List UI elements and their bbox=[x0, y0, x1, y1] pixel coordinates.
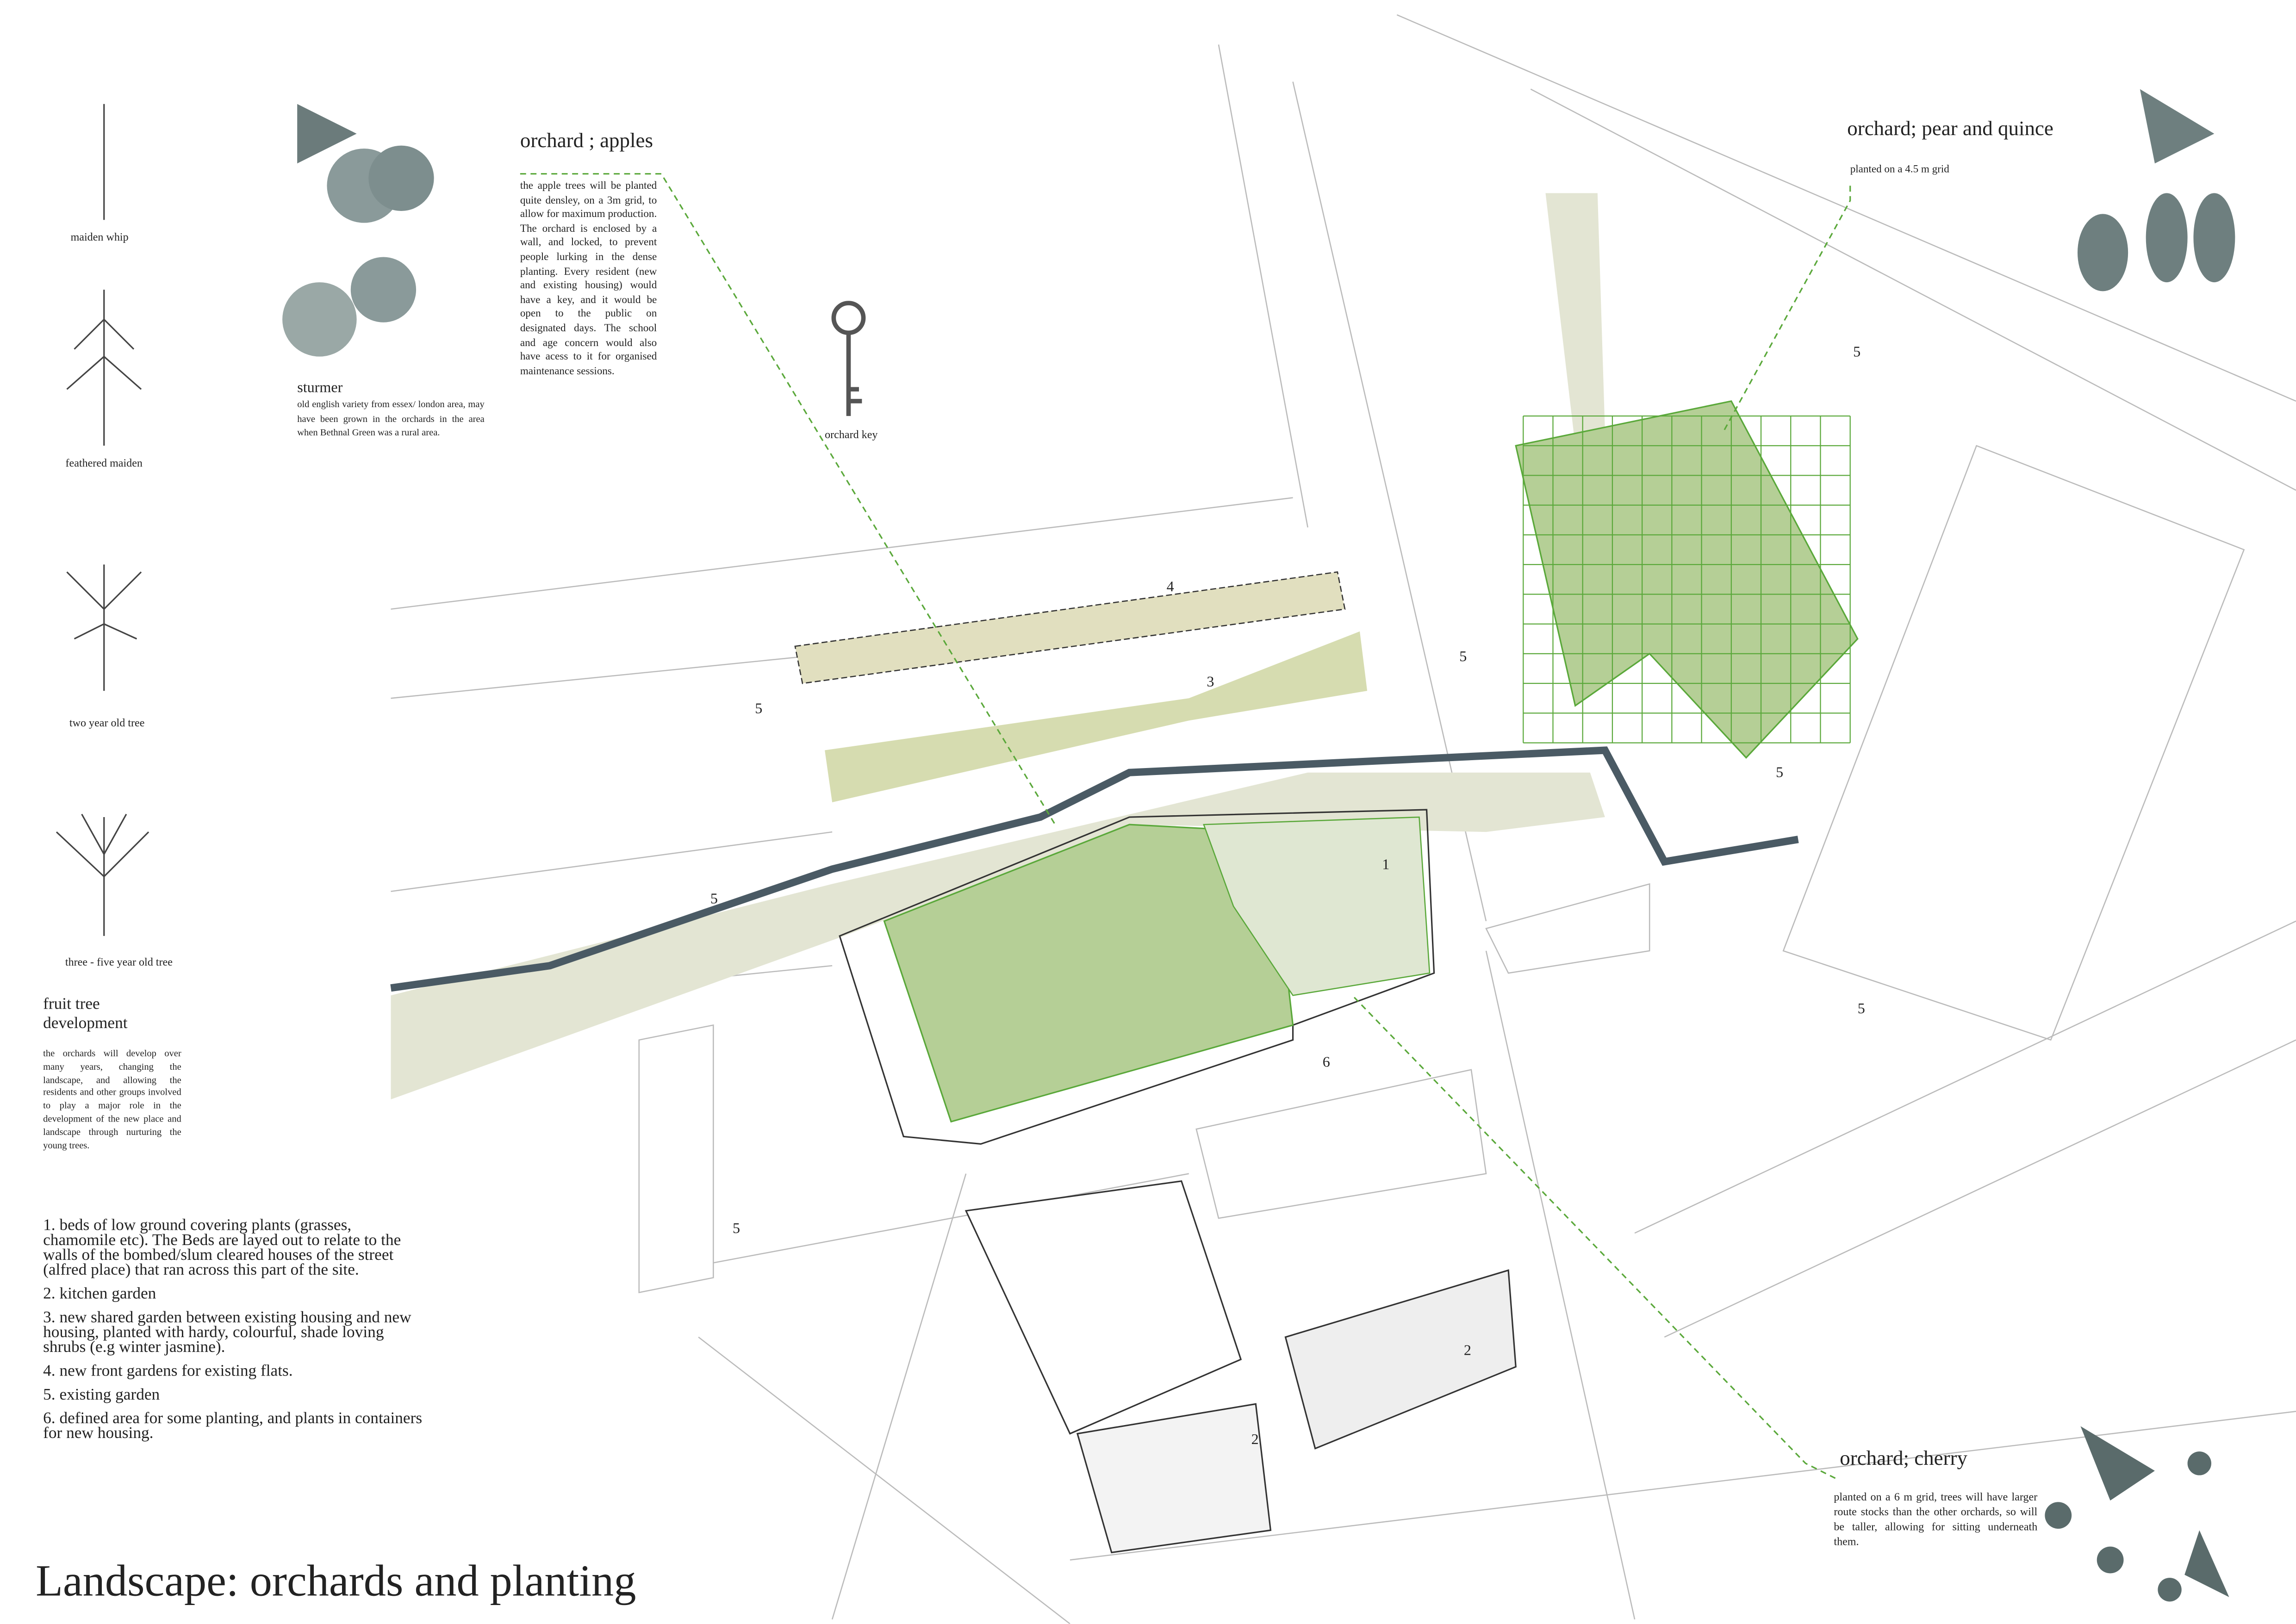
apples-heading: orchard ; apples bbox=[520, 130, 653, 153]
pear-illustration bbox=[2077, 89, 2235, 291]
stage-two-year: two year old tree bbox=[69, 716, 145, 730]
legend-item: 2. kitchen garden bbox=[43, 1285, 156, 1303]
label-5b: 5 bbox=[710, 890, 718, 906]
stage-three-five: three - five year old tree bbox=[65, 955, 173, 969]
sturmer-heading: sturmer bbox=[297, 380, 343, 397]
legend-item: 1. beds of low ground covering plants (g… bbox=[43, 1216, 401, 1279]
legend-item: 4. new front gardens for existing flats. bbox=[43, 1362, 293, 1381]
kitchen-garden-b bbox=[1076, 1403, 1272, 1554]
cherry-heading: orchard; cherry bbox=[1840, 1448, 1968, 1471]
development-heading: fruit tree development bbox=[43, 995, 128, 1033]
feathered-maiden-tree-icon bbox=[66, 290, 142, 446]
label-1: 1 bbox=[1382, 855, 1389, 872]
ground-cover-beds bbox=[1203, 816, 1431, 996]
building bbox=[964, 1180, 1242, 1435]
label-5d: 5 bbox=[1853, 343, 1860, 360]
legend-item: 3. new shared garden between existing ho… bbox=[43, 1308, 411, 1357]
label-5: 5 bbox=[755, 700, 762, 716]
tree-icons bbox=[56, 104, 149, 936]
apples-text: the apple trees will be planted quite de… bbox=[520, 180, 657, 377]
label-2b: 2 bbox=[1251, 1431, 1259, 1447]
two-year-tree-icon bbox=[66, 564, 142, 691]
label-2: 2 bbox=[1464, 1341, 1471, 1358]
pear-orchard bbox=[1515, 400, 1859, 759]
shared-garden bbox=[825, 631, 1368, 802]
pear-heading: orchard; pear and quince bbox=[1847, 118, 2053, 142]
front-gardens bbox=[794, 571, 1346, 684]
legend-item: 5. existing garden bbox=[43, 1386, 160, 1404]
label-5c: 5 bbox=[1459, 648, 1467, 664]
key-label: orchard key bbox=[825, 428, 878, 441]
cherry-text: planted on a 6 m grid, trees will have l… bbox=[1834, 1490, 2038, 1548]
pear-text: planted on a 4.5 m grid bbox=[1850, 163, 1949, 175]
sturmer-text: old english variety from essex/ london a… bbox=[297, 399, 485, 439]
development-text: the orchards will develop over many year… bbox=[43, 1048, 181, 1151]
stage-maiden-whip: maiden whip bbox=[70, 230, 129, 244]
label-5e: 5 bbox=[1776, 763, 1783, 780]
label-4: 4 bbox=[1167, 578, 1174, 595]
mature-tree-icon bbox=[56, 813, 149, 936]
label-5g: 5 bbox=[733, 1220, 740, 1236]
kitchen-garden-a bbox=[1284, 1269, 1517, 1450]
label-5f: 5 bbox=[1858, 1000, 1865, 1017]
map-labels: 1 2 2 3 4 5 5 5 5 5 5 5 6 bbox=[710, 343, 1865, 1447]
pear-orchard-grid bbox=[1523, 415, 1851, 744]
label-3: 3 bbox=[1207, 673, 1214, 689]
label-6: 6 bbox=[1323, 1053, 1330, 1070]
legend-item: 6. defined area for some planting, and p… bbox=[43, 1410, 423, 1443]
key-icon bbox=[831, 301, 866, 416]
apple-illustration bbox=[282, 104, 434, 357]
path-north bbox=[1545, 193, 1605, 446]
stage-feathered-maiden: feathered maiden bbox=[65, 456, 143, 470]
orchard-wall bbox=[390, 746, 1799, 992]
cherry-illustration bbox=[2045, 1426, 2229, 1602]
page-title: Landscape: orchards and planting bbox=[36, 1557, 636, 1606]
planting-legend: 1. beds of low ground covering plants (g… bbox=[43, 1216, 428, 1450]
